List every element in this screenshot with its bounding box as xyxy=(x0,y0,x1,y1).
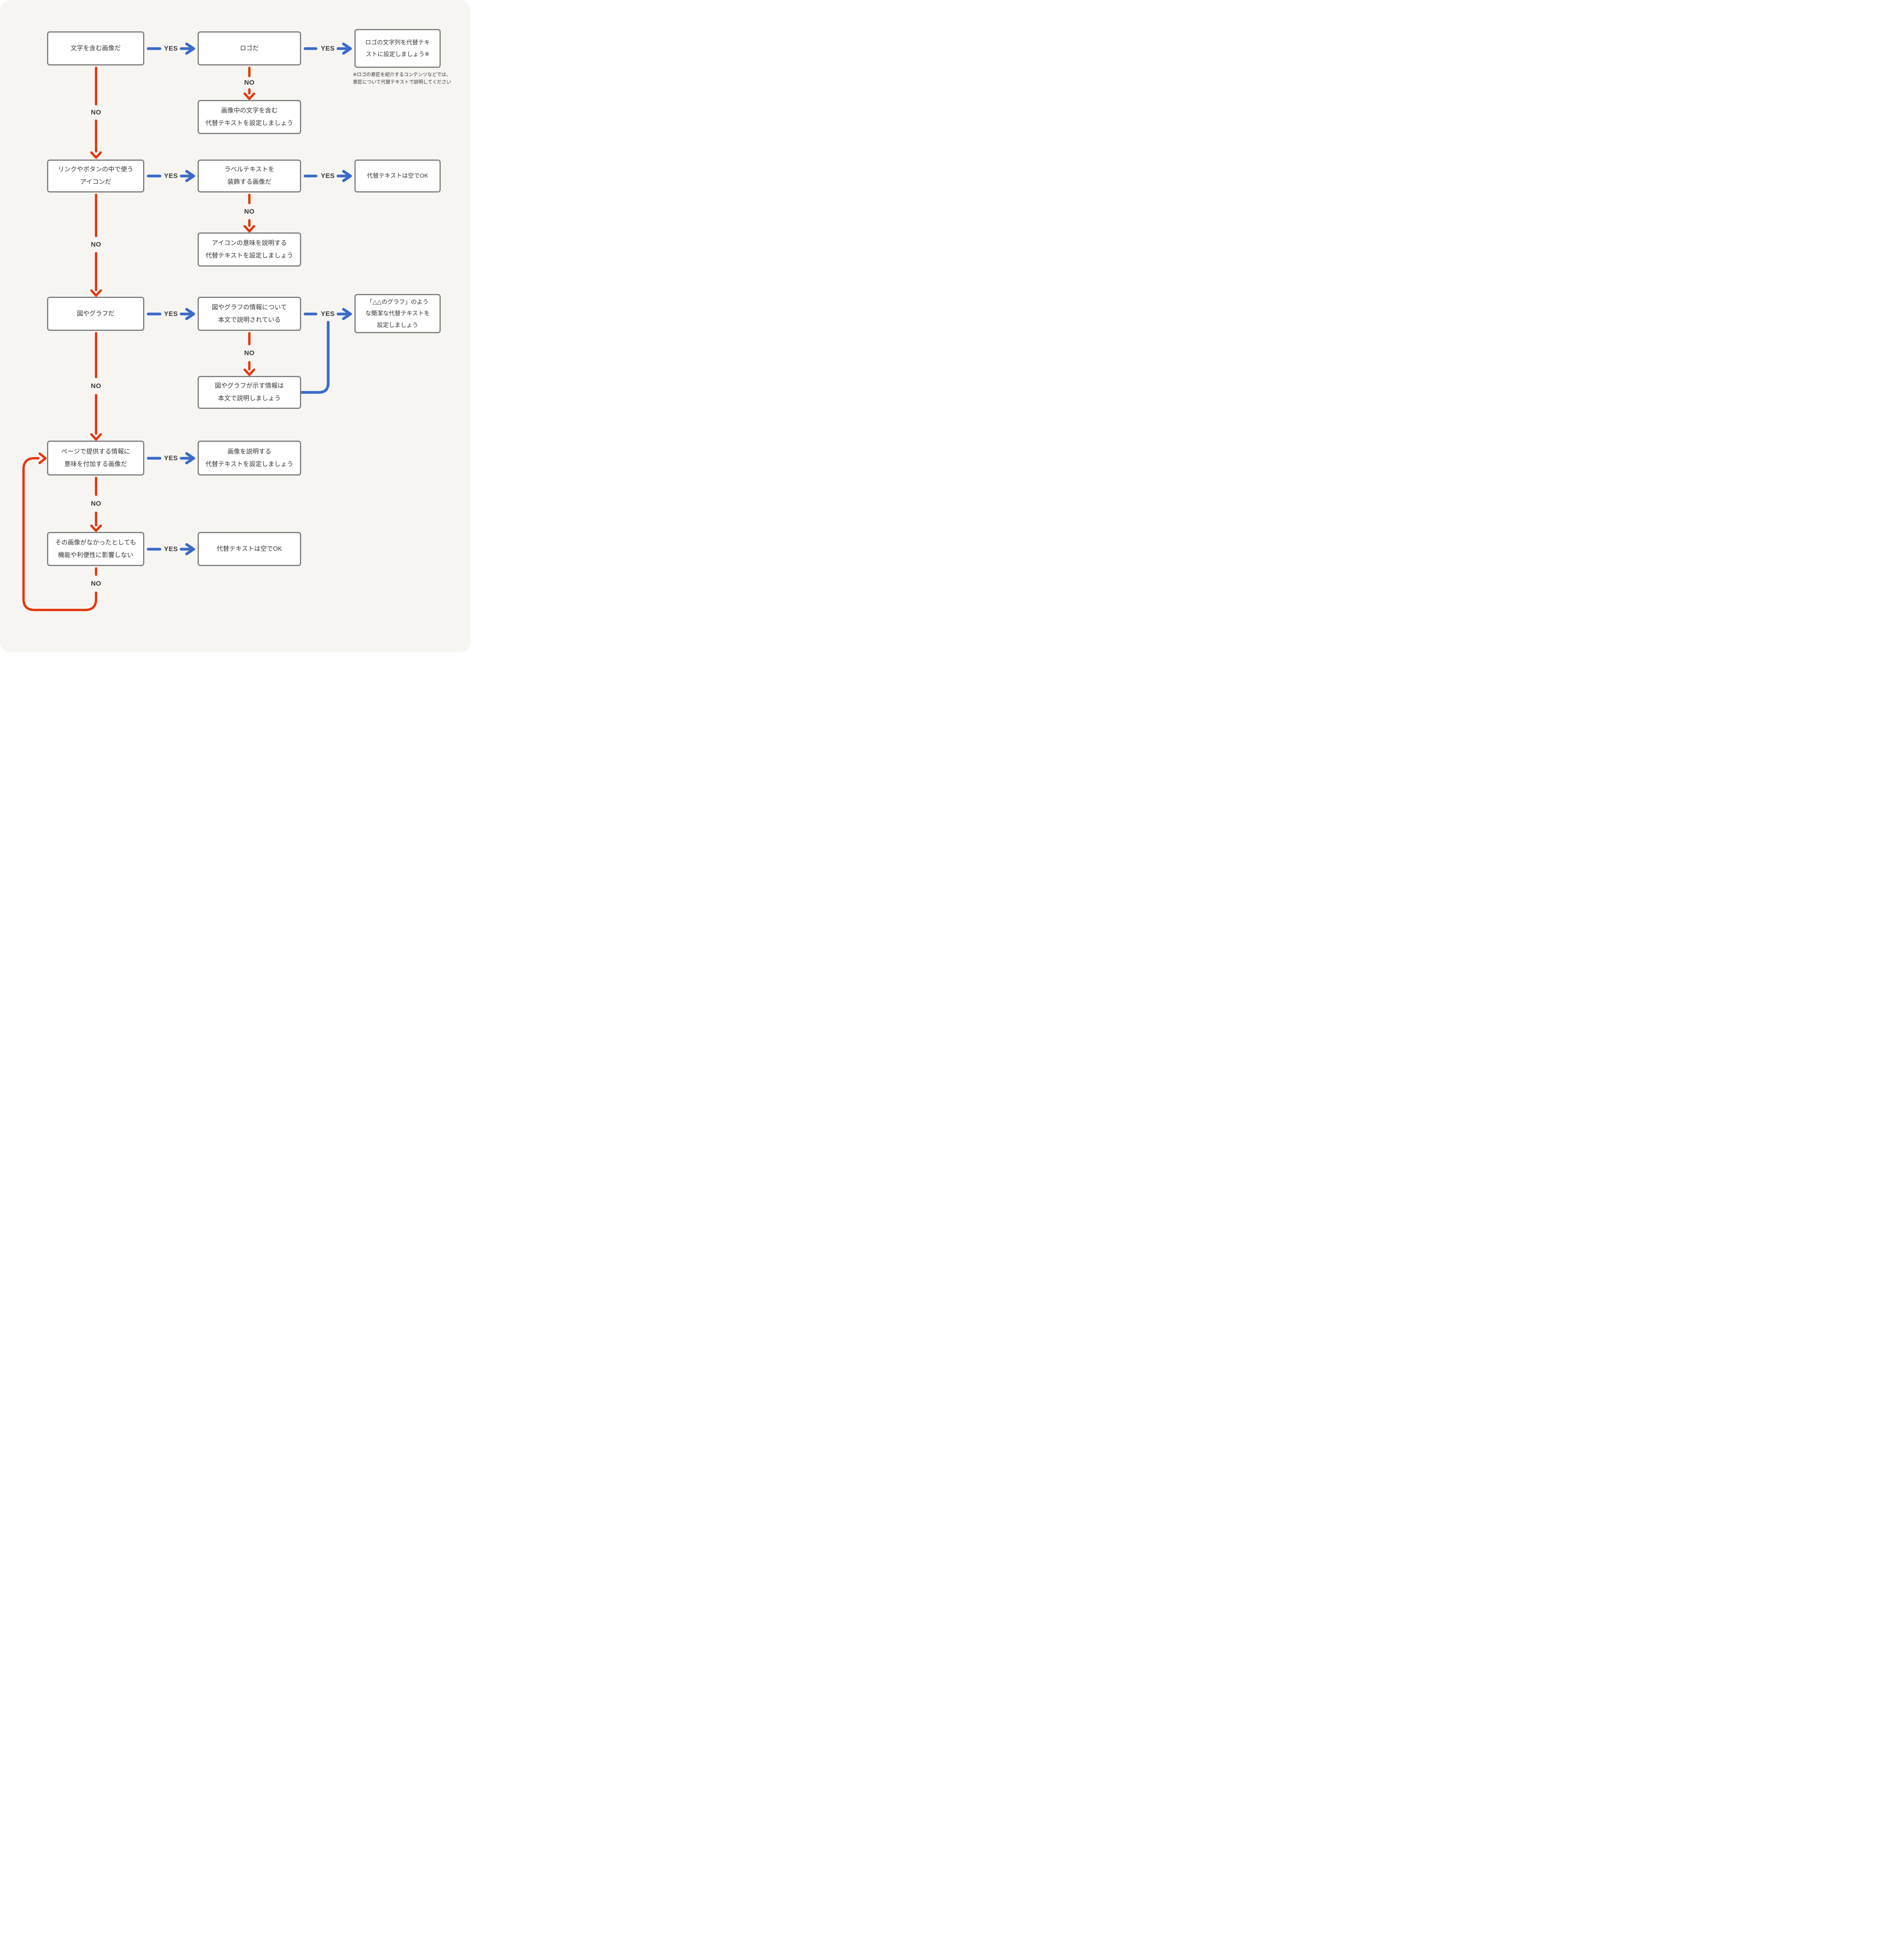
node-text-in-image-alt: 画像中の文字を含む 代替テキストを設定しましょう xyxy=(198,100,301,134)
no-label-mid-deco: NO xyxy=(244,208,255,215)
yes-label-row3-left: YES xyxy=(164,310,178,318)
node-chart: 図やグラフだ xyxy=(47,297,144,331)
node-icon-in-link: リンクやボタンの中で使う アイコンだ xyxy=(47,160,144,192)
node-logo-alt: ロゴの文字列を代替テキ ストに設定しましょう※ xyxy=(354,29,441,68)
node-icon-in-link-label: リンクやボタンの中で使う アイコンだ xyxy=(58,166,133,185)
node-describe-alt: 画像を説明する 代替テキストを設定しましょう xyxy=(198,441,301,475)
node-empty-alt-ok-1: 代替テキストは空でOK xyxy=(354,160,441,192)
node-chart-alt: 「△△のグラフ」のよう な簡潔な代替テキストを 設定しましょう xyxy=(354,294,441,333)
node-logo-alt-label: ロゴの文字列を代替テキ ストに設定しましょう※ xyxy=(365,39,430,58)
node-text-image-label: 文字を含む画像だ xyxy=(70,45,121,52)
node-chart-explained-label: 図やグラフの情報について 本文で説明されている xyxy=(212,304,287,323)
no-label-left-1: NO xyxy=(91,109,102,116)
node-chart-explain-body: 図やグラフが示す情報は 本文で説明しましょう xyxy=(198,376,301,409)
node-chart-explain-body-label: 図やグラフが示す情報は 本文で説明しましょう xyxy=(214,383,284,402)
node-text-in-image-alt-label: 画像中の文字を含む 代替テキストを設定しましょう xyxy=(205,107,293,127)
no-arrow-lines xyxy=(22,67,255,611)
flowchart-canvas: 文字を含む画像だ リンクやボタンの中で使う アイコンだ 図やグラフだ ページで提… xyxy=(0,0,470,652)
node-empty-alt-ok-1-label: 代替テキストは空でOK xyxy=(367,172,429,180)
node-adds-meaning-label: ページで提供する情報に 意味を付加する画像だ xyxy=(61,448,130,468)
node-adds-meaning: ページで提供する情報に 意味を付加する画像だ xyxy=(47,441,144,475)
node-no-impact: その画像がなかったとしても 機能や利便性に影響しない xyxy=(47,532,144,566)
no-label-mid-chart: NO xyxy=(244,349,255,357)
yes-label-row5: YES xyxy=(164,545,178,553)
yes-label-row2-right: YES xyxy=(321,172,335,180)
node-no-impact-label: その画像がなかったとしても 機能や利便性に影響しない xyxy=(55,539,136,559)
node-text-image: 文字を含む画像だ xyxy=(47,31,144,65)
node-logo: ロゴだ xyxy=(198,31,301,65)
node-decorative-label: ラベルテキストを 装飾する画像だ xyxy=(198,160,301,192)
node-describe-alt-label: 画像を説明する 代替テキストを設定しましょう xyxy=(205,448,293,468)
no-label-left-2: NO xyxy=(91,241,102,248)
node-logo-label: ロゴだ xyxy=(240,45,259,52)
yes-label-row3-right: YES xyxy=(321,310,335,318)
yes-label-row1-right: YES xyxy=(321,45,335,52)
node-icon-meaning-alt-label: アイコンの意味を説明する 代替テキストを設定しましょう xyxy=(205,240,293,259)
yes-label-row4: YES xyxy=(164,454,178,462)
no-label-mid-logo: NO xyxy=(244,79,255,86)
no-label-left-4: NO xyxy=(91,500,102,507)
yes-arrow-lines xyxy=(147,42,352,555)
node-icon-meaning-alt: アイコンの意味を説明する 代替テキストを設定しましょう xyxy=(198,232,301,267)
node-chart-explained: 図やグラフの情報について 本文で説明されている xyxy=(198,297,301,331)
node-empty-alt-ok-2: 代替テキストは空でOK xyxy=(198,532,301,566)
node-empty-alt-ok-2-label: 代替テキストは空でOK xyxy=(216,545,282,552)
yes-label-row1-left: YES xyxy=(164,45,178,52)
node-chart-alt-label: 「△△のグラフ」のよう な簡潔な代替テキストを 設定しましょう xyxy=(365,299,430,328)
yes-label-row2-left: YES xyxy=(164,172,178,180)
node-chart-label: 図やグラフだ xyxy=(76,310,114,317)
logo-footnote: ※ロゴの意匠を紹介するコンテンツなどでは、 意匠について代替テキストで説明してく… xyxy=(353,72,451,85)
node-decorative-label-label: ラベルテキストを 装飾する画像だ xyxy=(224,166,274,185)
no-label-left-3: NO xyxy=(91,382,102,390)
flow-connectors xyxy=(22,42,352,611)
no-label-loop: NO xyxy=(91,580,102,587)
